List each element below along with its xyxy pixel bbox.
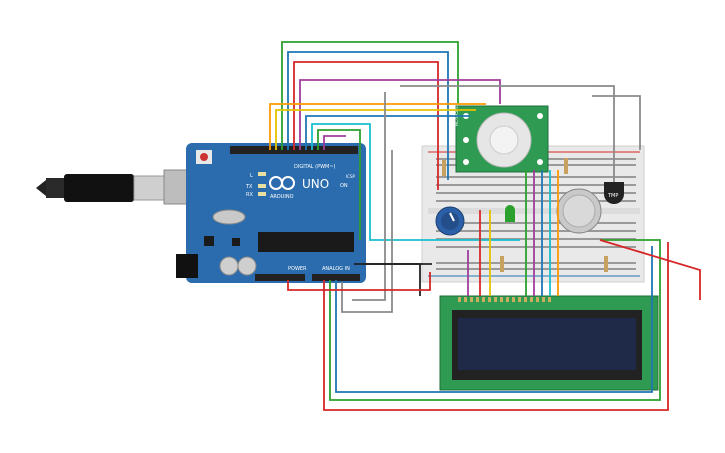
icsp-label: ICSP xyxy=(346,174,356,179)
potentiometer-icon xyxy=(435,206,465,236)
gas-sensor-icon xyxy=(556,188,602,234)
usb-cable-icon xyxy=(36,169,193,205)
digital-label: DIGITAL (PWM~) xyxy=(294,164,336,170)
arduino-board: L TX RX ON ARDUINO UNO DIGITAL (PWM~) PO… xyxy=(176,143,366,283)
analog-header xyxy=(312,274,360,281)
led-rx-label: RX xyxy=(246,192,253,198)
resistors xyxy=(442,158,608,272)
led-l-label: L xyxy=(250,173,253,179)
arduino-model: UNO xyxy=(302,177,329,191)
arduino-logo-icon xyxy=(269,176,295,190)
lcd-display-icon xyxy=(439,295,659,391)
led-tx-label: TX xyxy=(245,184,253,190)
tmp-label: TMP xyxy=(607,193,618,199)
pir-label-left: PIR SENSOR xyxy=(549,110,554,134)
on-label: ON xyxy=(340,183,348,189)
power-header xyxy=(255,274,305,281)
power-label: POWER xyxy=(288,266,307,272)
power-jack xyxy=(176,254,198,278)
wires xyxy=(269,41,701,411)
led-icon xyxy=(505,205,515,222)
mcu-chip xyxy=(258,232,354,252)
analog-label: ANALOG IN xyxy=(322,266,350,272)
arduino-brand: ARDUINO xyxy=(270,194,294,200)
tmp-sensor: TMP xyxy=(604,182,624,204)
